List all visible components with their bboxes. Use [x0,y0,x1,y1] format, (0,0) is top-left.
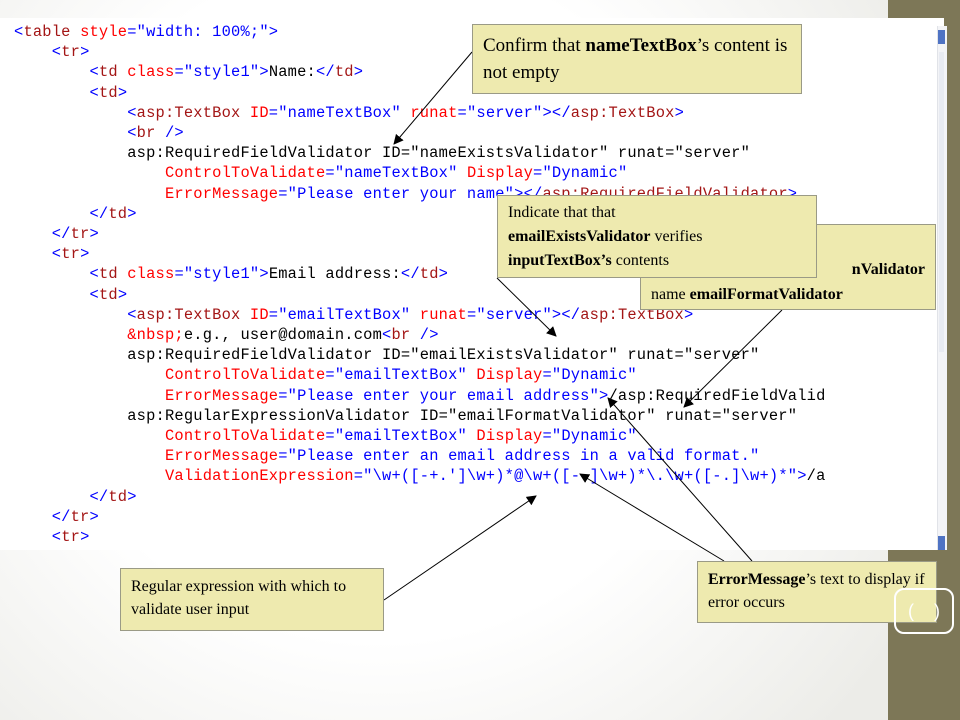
code-line: </tr> [51,225,99,243]
code-line: <br /> [127,124,184,142]
code-line: ControlToValidate="nameTextBox" Display=… [164,164,628,183]
code-line: ControlToValidate="emailTextBox" Display… [164,427,637,445]
code-line: <td> [89,83,128,102]
editor-scroll-thumb[interactable] [939,52,944,352]
code-line: asp:RegularExpressionValidator ID="email… [14,406,798,425]
code-line: <asp:TextBox ID="emailTextBox" runat="se… [127,305,694,324]
code-line: <tr> [51,43,90,62]
code-line: </tr> [51,507,99,526]
code-line: </td> [89,204,137,223]
code-line: <td class="style1">Email address:</td> [89,265,449,284]
scroll-marker-bottom [938,536,945,550]
bracket-frame-icon: ( ) [894,588,954,634]
code-line: ControlToValidate="emailTextBox" Display… [164,366,637,385]
scroll-marker-top [938,30,945,44]
code-line: asp:RequiredFieldValidator ID="emailExis… [14,346,760,365]
code-line: </td> [89,487,137,506]
code-line: ValidationExpression="\w+([-+.']\w+)*@\w… [164,467,826,486]
code-line: <tr> [51,528,90,546]
code-line: <td class="style1">Name:</td> [89,63,364,82]
code-line: <td> [89,285,128,304]
callout-regex: Regular expression with which to validat… [120,568,384,631]
code-line: <asp:TextBox ID="nameTextBox" runat="ser… [127,103,684,122]
callout-name-check: Confirm that nameTextBox’s content is no… [472,24,802,94]
code-line: ErrorMessage="Please enter your email ad… [164,386,826,405]
code-line: &nbsp;e.g., user@domain.com<br /> [127,326,439,344]
callout-exists-validator: Indicate that that emailExistsValidator … [497,195,817,278]
code-line: <tr> [51,245,90,264]
code-line: ErrorMessage="Please enter an email addr… [164,447,760,466]
code-line: <table style="width: 100%;"> [14,23,279,41]
code-line: asp:RequiredFieldValidator ID="nameExist… [14,144,750,163]
